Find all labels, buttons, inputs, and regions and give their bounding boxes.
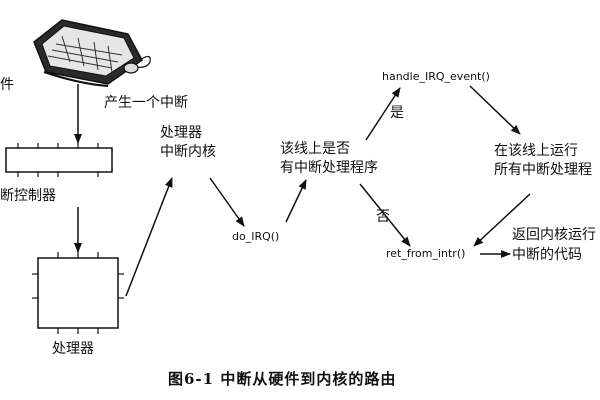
handle-irq-event-label: handle_IRQ_event() [382, 70, 490, 83]
return-label-line2: 中断的代码 [512, 247, 582, 263]
yes-label: 是 [390, 105, 404, 121]
arrow-run-to-ret [473, 193, 531, 247]
arrow-processor-to-kernel [125, 177, 173, 297]
interrupt-controller-box [5, 143, 113, 177]
figure-caption: 图6-1 中断从硬件到内核的路由 [168, 370, 397, 388]
return-label-line1: 返回内核运行 [512, 227, 596, 243]
kernel-interrupt-label-line2: 中断内核 [160, 144, 216, 160]
kernel-interrupt-label-line1: 处理器 [160, 125, 202, 141]
no-label: 否 [376, 209, 390, 225]
arrow-yes-to-handle-irq [365, 87, 401, 141]
arrow-handle-irq-to-run [469, 85, 521, 135]
interrupt-controller-label: 断控制器 [0, 188, 56, 204]
processor-chip [32, 252, 124, 334]
keyboard-icon [33, 19, 151, 87]
hardware-label-fragment: 件 [0, 77, 14, 93]
arrow-no-to-ret [359, 183, 411, 247]
do-irq-label: do_IRQ() [232, 230, 280, 243]
arrow-do-irq-to-check [285, 179, 307, 223]
mouse-icon [123, 62, 139, 74]
run-handlers-label-line1: 在该线上运行 [494, 143, 578, 159]
generate-interrupt-label: 产生一个中断 [104, 95, 188, 111]
processor-label: 处理器 [52, 341, 94, 357]
check-handler-label-line1: 该线上是否 [280, 141, 350, 157]
run-handlers-label-line2: 所有中断处理程 [494, 162, 592, 178]
check-handler-label-line2: 有中断处理程序 [280, 160, 378, 176]
ret-from-intr-label: ret_from_intr() [386, 247, 466, 260]
arrow-kernel-to-do-irq [209, 177, 245, 227]
